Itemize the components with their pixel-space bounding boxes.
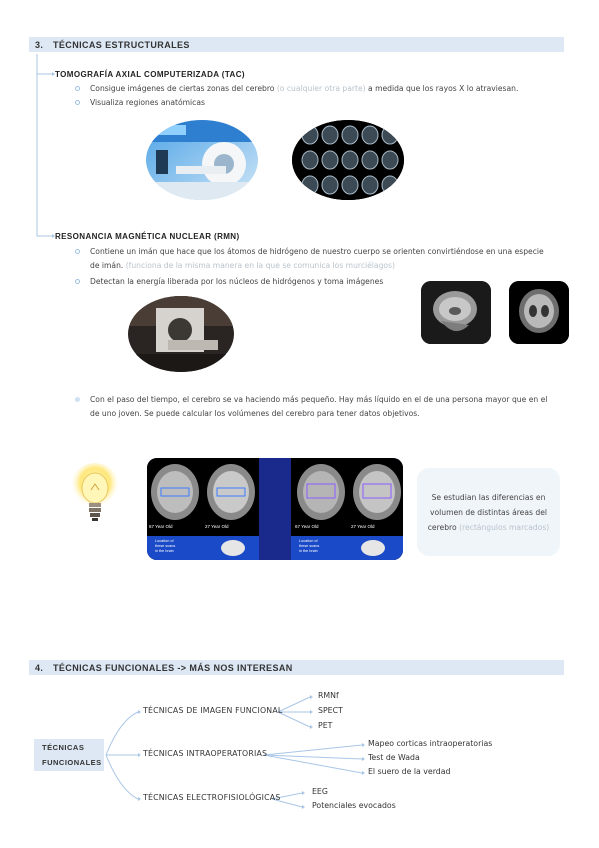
scan-location-line-1: Location of xyxy=(155,539,174,543)
scan-location-label-left: Location of these scans in the brain xyxy=(155,539,175,554)
tac-bullet-1-end: a medida que los rayos X lo atraviesan. xyxy=(365,84,519,93)
ct-scanner-image xyxy=(146,120,258,200)
section-4-number: 4. xyxy=(35,662,44,673)
leaf-pet: PET xyxy=(318,721,333,730)
mri-sagittal-image xyxy=(421,281,491,344)
volume-note-muted: (rectángulos marcados) xyxy=(459,522,550,532)
scan-location-line-3: in the brain xyxy=(299,549,318,553)
ct-slices-image xyxy=(292,120,404,200)
leaf-spect: SPECT xyxy=(318,706,343,715)
branch-electrofisiologicas: TÉCNICAS ELECTROFISIOLÓGICAS xyxy=(143,793,281,802)
tac-bullet-1-text: Consigue imágenes de ciertas zonas del c… xyxy=(90,84,277,93)
section-3-title: TÉCNICAS ESTRUCTURALES xyxy=(53,39,190,50)
scan-location-label-right: Location of these scans in the brain xyxy=(299,539,319,554)
scan-location-line-2: these scans xyxy=(155,544,176,548)
aging-bullet: Con el paso del tiempo, el cerebro se va… xyxy=(74,393,548,421)
branch-intraoperatorias: TÉCNICAS INTRAOPERATORIAS xyxy=(143,749,268,758)
leaf-wada: Test de Wada xyxy=(368,753,420,762)
rmn-heading: RESONANCIA MAGNÉTICA NUCLEAR (RMN) xyxy=(55,232,240,241)
tree-root-line-1: TÉCNICAS xyxy=(42,743,85,752)
scan-label-young-right: 27 Year Old xyxy=(351,524,375,529)
rmn-bullet-1: Contiene un imán que hace que los átomos… xyxy=(75,245,544,273)
tac-heading: TOMOGRAFÍA AXIAL COMPUTERIZADA (TAC) xyxy=(55,70,245,79)
rmn-bullet-2: Detectan la energía liberada por los núc… xyxy=(74,275,383,289)
leaf-suero: El suero de la verdad xyxy=(368,767,451,776)
section-4-header: 4. TÉCNICAS FUNCIONALES -> MÁS NOS INTER… xyxy=(29,660,564,675)
scan-label-young-left: 27 Year Old xyxy=(205,524,229,529)
scan-location-line-2: these scans xyxy=(299,544,320,548)
rmn-bullet-1-line2: de imán. xyxy=(90,261,126,270)
volume-note-box: Se estudian las diferencias en volumen d… xyxy=(417,468,560,556)
tac-bullet-1-muted: (o cualquier otra parte) xyxy=(276,84,366,93)
aging-line-1: Con el paso del tiempo, el cerebro se va… xyxy=(90,395,548,404)
leaf-mapeo: Mapeo corticas intraoperatorias xyxy=(368,739,493,748)
scan-location-line-1: Location of xyxy=(299,539,318,543)
tree-root-line-2: FUNCIONALES xyxy=(42,758,102,767)
tac-bullet-2: Visualiza regiones anatómicas xyxy=(75,96,205,110)
aging-line-2: de uno joven. Se puede calcular los volú… xyxy=(90,409,420,418)
leaf-potenciales: Potenciales evocados xyxy=(312,801,396,810)
tree-root-box: TÉCNICAS FUNCIONALES xyxy=(34,739,104,771)
mri-coronal-image xyxy=(509,281,569,344)
volume-note-text: Se estudian las diferencias en volumen d… xyxy=(427,492,547,532)
scan-label-old-left: 67 Year Old xyxy=(149,524,173,529)
section-4-title: TÉCNICAS FUNCIONALES -> MÁS NOS INTERESA… xyxy=(53,662,293,673)
section-3-header: 3. TÉCNICAS ESTRUCTURALES xyxy=(29,37,564,52)
rmn-bullet-1-muted: (funciona de la misma manera en la que s… xyxy=(125,261,395,270)
lightbulb-icon xyxy=(70,462,120,532)
leaf-eeg: EEG xyxy=(312,787,328,796)
tac-bullet-1: Consigue imágenes de ciertas zonas del c… xyxy=(74,82,519,96)
branch-imagen-funcional: TÉCNICAS DE IMAGEN FUNCIONAL xyxy=(143,706,283,715)
section-3-number: 3. xyxy=(35,39,44,50)
brain-volume-comparison-image: 67 Year Old 27 Year Old 67 Year Old 27 Y… xyxy=(147,458,403,560)
leaf-rmnf: RMNf xyxy=(318,691,339,700)
rmn-bullet-1-line1: Contiene un imán que hace que los átomos… xyxy=(90,247,544,256)
scan-label-old-right: 67 Year Old xyxy=(295,524,319,529)
mri-machine-image xyxy=(128,296,234,372)
scan-location-line-3: in the brain xyxy=(155,549,174,553)
